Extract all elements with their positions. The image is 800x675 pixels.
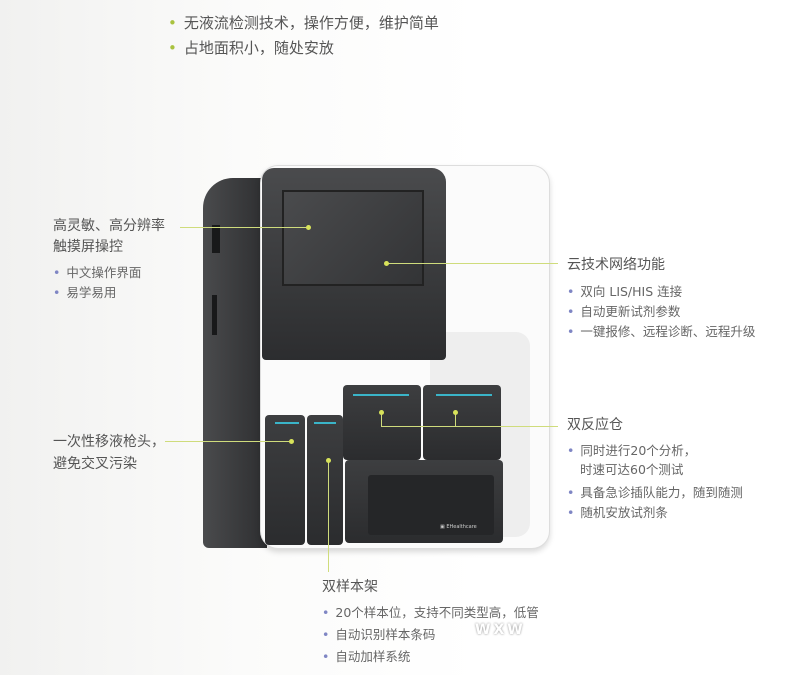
reaction-chamber-2[interactable] [423, 385, 501, 460]
reaction-callout-title: 双反应仓 [567, 417, 623, 433]
callout-dot [326, 458, 331, 463]
brand-logo: ▣ EHealthcare [440, 523, 477, 531]
rack-bullet: 20个样本位，支持不同类型高，低管 [322, 602, 538, 621]
callout-line-reaction-v1 [381, 412, 382, 426]
watermark: WXW [475, 622, 526, 638]
tips-callout-title-2: 避免交叉污染 [53, 456, 137, 472]
feature-no-fluidics: 无液流检测技术，操作方便，维护简单 [168, 12, 439, 33]
tips-callout-title-1: 一次性移液枪头， [53, 434, 165, 450]
screen-bullet: 易学易用 [53, 282, 116, 301]
chamber-2-indicator [436, 394, 492, 396]
rack-bullet: 自动识别样本条码 [322, 624, 435, 643]
callout-line-screen [180, 227, 308, 228]
reaction-bullet: 具备急诊插队能力，随到随测 [567, 482, 743, 501]
brand-logo-text: EHealthcare [446, 524, 477, 530]
callout-line-cloud [386, 263, 558, 264]
callout-dot [306, 225, 311, 230]
callout-line-tips [165, 441, 291, 442]
rack-indicator [314, 422, 336, 424]
screen-callout-title-2: 触摸屏操控 [53, 239, 123, 255]
sample-rack-module[interactable] [307, 415, 343, 545]
touch-screen[interactable] [282, 190, 424, 286]
rack-bullet: 自动加样系统 [322, 646, 410, 665]
callout-line-rack [328, 460, 329, 572]
cloud-callout-title: 云技术网络功能 [567, 257, 665, 273]
reaction-chamber-1[interactable] [343, 385, 421, 460]
rack-callout-title: 双样本架 [322, 579, 378, 595]
tip-indicator [275, 422, 299, 424]
cloud-bullet: 双向 LIS/HIS 连接 [567, 281, 682, 300]
side-slot [212, 295, 217, 335]
callout-dot [289, 439, 294, 444]
screen-callout-title-1: 高灵敏、高分辨率 [53, 218, 165, 234]
reaction-bullet: 随机安放试剂条 [567, 502, 668, 521]
chamber-1-indicator [353, 394, 409, 396]
cloud-bullet: 自动更新试剂参数 [567, 301, 680, 320]
cloud-bullet: 一键报修、远程诊断、远程升级 [567, 321, 755, 340]
tip-module [265, 415, 305, 545]
drawer-panel [368, 475, 494, 535]
screen-bullet: 中文操作界面 [53, 262, 141, 281]
analyzer-device-image: ▣ EHealthcare [200, 160, 552, 555]
callout-line-reaction [381, 426, 558, 427]
feature-small-footprint: 占地面积小，随处安放 [168, 37, 334, 58]
reaction-bullet-continuation: 时速可达60个测试 [580, 462, 684, 477]
callout-dot [453, 410, 458, 415]
callout-dot [379, 410, 384, 415]
reaction-bullet: 同时进行20个分析， [567, 440, 696, 459]
callout-dot [384, 261, 389, 266]
callout-line-reaction-v2 [455, 412, 456, 426]
side-vent [212, 225, 220, 253]
brand-logo-icon: ▣ [440, 524, 447, 530]
